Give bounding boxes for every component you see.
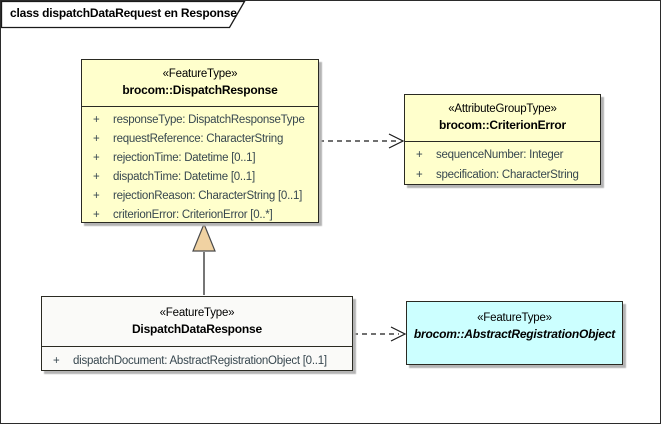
attribute-row: + responseType: DispatchResponseType: [82, 110, 318, 129]
attribute-row: + criterionError: CriterionError [0..*]: [82, 205, 318, 224]
attribute-row: + rejectionReason: CharacterString [0..1…: [82, 186, 318, 205]
class-name: DispatchDataResponse: [131, 322, 263, 336]
attribute-label: dispatchTime: Datetime [0..1]: [113, 170, 255, 183]
attribute-compartment: + dispatchDocument: AbstractRegistration…: [42, 346, 352, 371]
visibility-marker: +: [93, 151, 100, 164]
stereotype-label: «FeatureType»: [477, 312, 552, 324]
class-box-criterion-error[interactable]: «AttributeGroupType» brocom::CriterionEr…: [404, 94, 601, 185]
class-header: «FeatureType» brocom::AbstractRegistrati…: [407, 302, 622, 364]
class-header: «AttributeGroupType» brocom::CriterionEr…: [405, 95, 600, 141]
visibility-marker: +: [93, 189, 100, 202]
attribute-label: specification: CharacterString: [436, 169, 579, 181]
visibility-marker: +: [93, 170, 100, 183]
generalization-arrow-dispatchdataresponse-dispatchresponse: [192, 222, 216, 295]
class-header: «FeatureType» DispatchDataResponse: [42, 297, 352, 346]
class-name: brocom::CriterionError: [439, 118, 566, 132]
diagram-frame-tab: [1, 1, 246, 29]
attribute-row: + dispatchDocument: AbstractRegistration…: [42, 350, 352, 371]
diagram-title: class dispatchDataRequest en Response: [10, 6, 237, 20]
stereotype-label: «FeatureType»: [159, 307, 235, 319]
visibility-marker: +: [416, 169, 423, 181]
class-box-dispatch-data-response[interactable]: «FeatureType» DispatchDataResponse + dis…: [41, 296, 353, 371]
dependency-arrow-dispatchresponse-criterionerror: [319, 133, 405, 149]
attribute-row: + sequenceNumber: Integer: [405, 145, 600, 165]
attribute-label: sequenceNumber: Integer: [436, 149, 564, 161]
attribute-label: rejectionReason: CharacterString [0..1]: [113, 189, 303, 202]
visibility-marker: +: [93, 208, 100, 221]
class-header: «FeatureType» brocom::DispatchResponse: [82, 60, 318, 106]
attribute-label: rejectionTime: Datetime [0..1]: [113, 151, 256, 164]
class-name: brocom::AbstractRegistrationObject: [413, 327, 616, 341]
attribute-label: responseType: DispatchResponseType: [113, 113, 305, 126]
dependency-arrow-dispatchdataresponse-abstractregistrationobject: [353, 326, 407, 342]
stereotype-label: «AttributeGroupType»: [448, 103, 557, 115]
attribute-label: dispatchDocument: AbstractRegistrationOb…: [73, 354, 327, 367]
class-name: brocom::DispatchResponse: [122, 83, 278, 97]
visibility-marker: +: [93, 132, 100, 145]
attribute-row: + specification: CharacterString: [405, 165, 600, 185]
attribute-compartment: + sequenceNumber: Integer + specificatio…: [405, 141, 600, 185]
visibility-marker: +: [416, 149, 423, 161]
class-box-abstract-registration-object[interactable]: «FeatureType» brocom::AbstractRegistrati…: [406, 301, 623, 365]
class-box-dispatch-response[interactable]: «FeatureType» brocom::DispatchResponse +…: [81, 59, 319, 223]
attribute-row: + dispatchTime: Datetime [0..1]: [82, 167, 318, 186]
visibility-marker: +: [53, 354, 60, 367]
attribute-row: + rejectionTime: Datetime [0..1]: [82, 148, 318, 167]
attribute-label: requestReference: CharacterString: [113, 132, 284, 145]
attribute-label: criterionError: CriterionError [0..*]: [113, 208, 273, 221]
stereotype-label: «FeatureType»: [162, 68, 238, 80]
visibility-marker: +: [93, 113, 100, 126]
attribute-compartment: + responseType: DispatchResponseType + r…: [82, 106, 318, 224]
attribute-row: + requestReference: CharacterString: [82, 129, 318, 148]
